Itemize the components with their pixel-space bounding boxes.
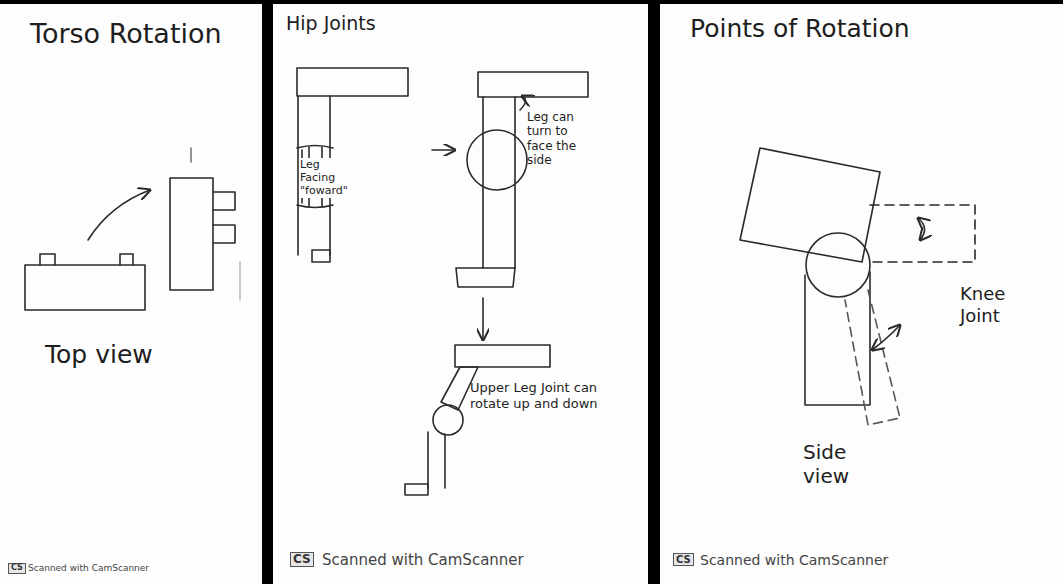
body-side-view	[740, 148, 975, 425]
watermark-badge: CS	[673, 553, 694, 566]
panel-title: Points of Rotation	[690, 14, 910, 44]
callout-note: Upper Leg Joint can rotate up and down	[470, 380, 620, 411]
callout-note: Knee Joint	[960, 283, 1030, 326]
leg-facing-side	[456, 72, 588, 287]
leg-raised	[405, 345, 550, 495]
sequence-arrow	[482, 298, 484, 340]
watermark: Scanned with CamScanner	[322, 551, 524, 569]
watermark-badge: CS	[8, 563, 26, 574]
panel	[0, 4, 262, 584]
panel-title: Torso Rotation	[30, 18, 222, 50]
callout-note: Leg Facing "foward"	[300, 158, 352, 198]
leg-facing-forward	[297, 68, 408, 262]
watermark-badge: CS	[290, 552, 314, 567]
view-label: Side view	[803, 440, 863, 488]
view-label: Top view	[45, 340, 153, 370]
panel	[273, 4, 648, 584]
panel-title: Hip Joints	[286, 12, 376, 35]
torso-top-view	[25, 148, 240, 310]
callout-note: Leg can turn to face the side	[527, 110, 589, 168]
watermark: Scanned with CamScanner	[700, 552, 888, 569]
sequence-arrow	[432, 149, 455, 151]
watermark: Scanned with CamScanner	[28, 563, 149, 574]
panel	[660, 4, 1063, 584]
